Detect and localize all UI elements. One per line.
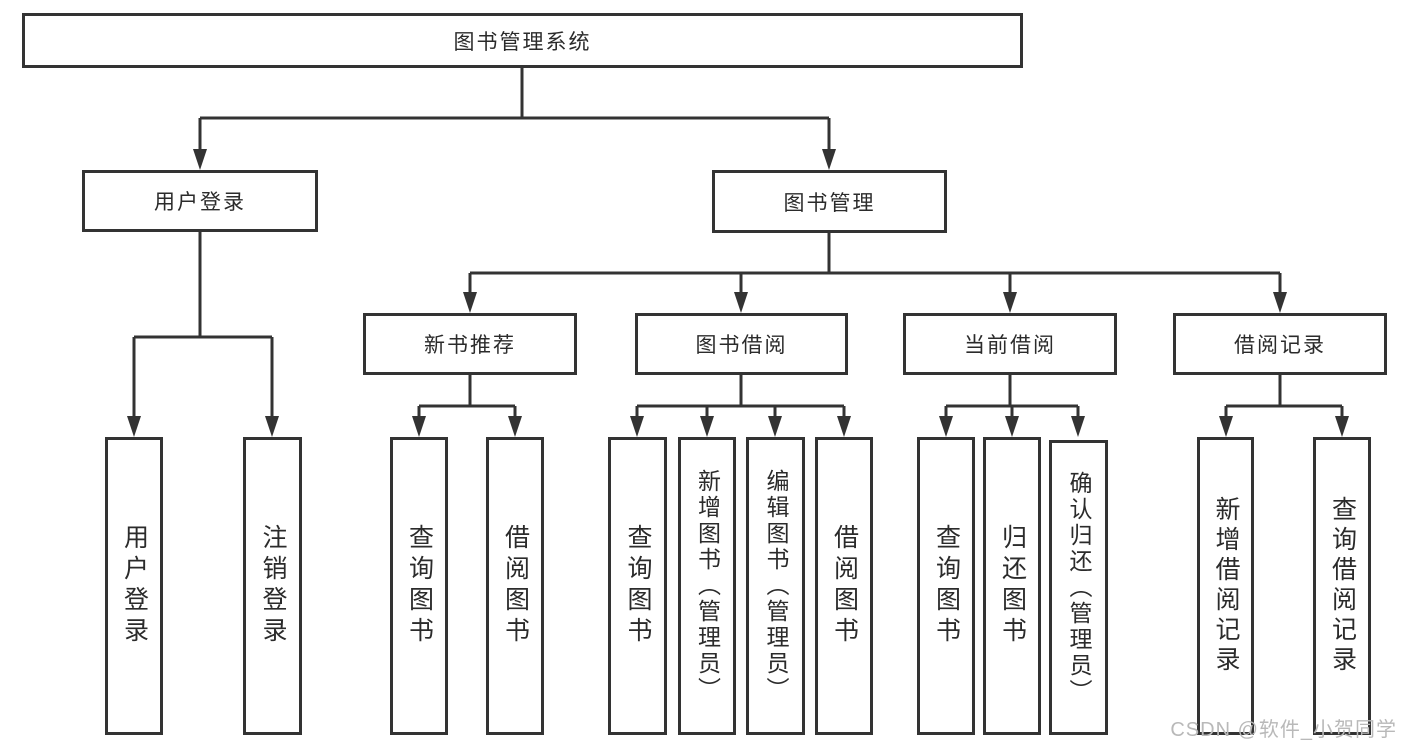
node-book-borrowing: 图书借阅 (635, 313, 848, 375)
node-library-system: 图书管理系统 (22, 13, 1023, 68)
watermark: CSDN @软件_小贺同学 (1170, 719, 1397, 741)
node-label: 注销登录 (259, 524, 287, 648)
node-label: 查询图书 (932, 524, 961, 648)
node-book-management: 图书管理 (712, 170, 947, 233)
node-label: 新增借阅记录 (1212, 496, 1240, 676)
node-label: 新增图书（管理员） (694, 469, 721, 703)
node-label: 借阅图书 (501, 524, 530, 648)
leaf-logout: 注销登录 (243, 437, 302, 735)
node-label: 图书借阅 (695, 334, 788, 357)
node-label: 当前借阅 (964, 334, 1056, 357)
leaf-add-borrow-record: 新增借阅记录 (1197, 437, 1254, 735)
node-label: 借阅记录 (1234, 334, 1326, 357)
leaf-return-books: 归还图书 (983, 437, 1041, 735)
node-current-borrowing: 当前借阅 (903, 313, 1117, 375)
node-label: 图书管理 (783, 191, 876, 215)
node-label: 编辑图书（管理员） (763, 469, 789, 703)
leaf-add-books-admin: 新增图书（管理员） (678, 437, 736, 735)
leaf-borrow-books-1: 借阅图书 (486, 437, 544, 735)
node-label: 查询图书 (624, 524, 652, 648)
node-label: 用户登录 (154, 191, 246, 214)
node-label: 查询借阅记录 (1328, 496, 1357, 676)
node-borrowing-records: 借阅记录 (1173, 313, 1387, 375)
node-label: 查询图书 (405, 524, 434, 648)
node-label: 新书推荐 (424, 334, 516, 357)
node-label: 归还图书 (998, 524, 1027, 648)
leaf-query-books-3: 查询图书 (917, 437, 975, 735)
leaf-borrow-books-2: 借阅图书 (815, 437, 873, 735)
leaf-query-borrow-record: 查询借阅记录 (1313, 437, 1371, 735)
node-new-book-recommend: 新书推荐 (363, 313, 577, 375)
leaf-edit-books-admin: 编辑图书（管理员） (746, 437, 805, 735)
leaf-user-login: 用户登录 (105, 437, 163, 735)
node-user-login: 用户登录 (82, 170, 318, 232)
leaf-query-books-2: 查询图书 (608, 437, 667, 735)
node-label: 借阅图书 (830, 524, 859, 648)
node-label: 确认归还（管理员） (1066, 470, 1092, 705)
leaf-confirm-return-admin: 确认归还（管理员） (1049, 440, 1108, 735)
leaf-query-books-1: 查询图书 (390, 437, 448, 735)
node-label: 图书管理系统 (453, 30, 592, 54)
node-label: 用户登录 (120, 524, 149, 648)
